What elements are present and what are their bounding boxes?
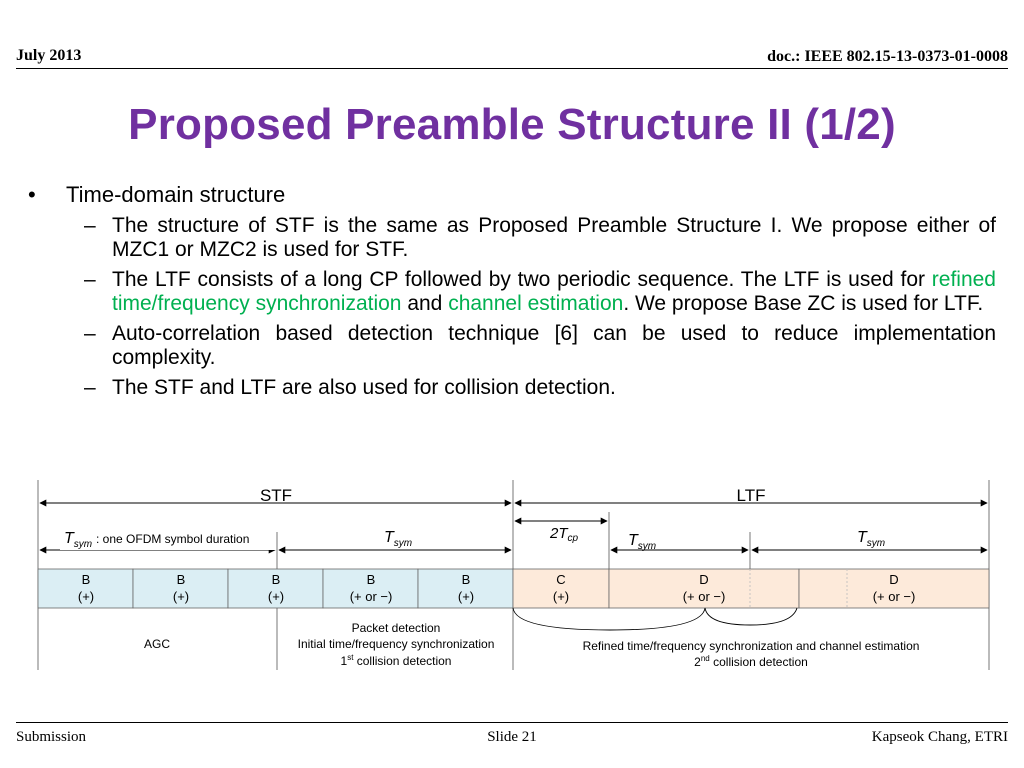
bullet-time-domain: • Time-domain structure xyxy=(28,182,996,208)
initial-sync-label: Initial time/frequency synchronization xyxy=(298,637,495,651)
highlight-channel-estimation: channel estimation xyxy=(448,292,624,315)
block-label-top: D xyxy=(699,572,708,587)
block-b4 xyxy=(322,568,419,609)
tsym-label-2: Tsym xyxy=(384,529,412,549)
ltf-blocks xyxy=(512,568,990,609)
footer-rule xyxy=(16,722,1008,723)
preamble-diagram: STF LTF 2Tcp Tsym : one OFDM symbol dura… xyxy=(37,480,990,670)
bullet-dot: • xyxy=(28,182,36,207)
subbullet-text: The STF and LTF are also used for collis… xyxy=(112,376,616,399)
stf-label: STF xyxy=(260,486,292,505)
block-label-bottom: (+ or −) xyxy=(350,589,393,604)
block-label-top: C xyxy=(556,572,565,587)
block-label-bottom: (+ or −) xyxy=(873,589,916,604)
block-d2 xyxy=(798,568,990,609)
subbullet-text: and xyxy=(401,292,449,315)
dash-marker: – xyxy=(84,268,96,291)
subbullet-text: . We propose Base ZC is used for LTF. xyxy=(623,292,984,315)
ltf-label: LTF xyxy=(737,486,766,505)
header-rule xyxy=(16,68,1008,69)
block-label-top: D xyxy=(889,572,898,587)
subbullet-text: The LTF consists of a long CP followed b… xyxy=(112,268,932,291)
block-d1 xyxy=(608,568,800,609)
block-label-top: B xyxy=(272,572,281,587)
bullet-text: Time-domain structure xyxy=(66,182,286,207)
dash-marker: – xyxy=(84,214,96,237)
packet-detection-label: Packet detection xyxy=(352,621,441,635)
tsym-description: : one OFDM symbol duration xyxy=(96,532,249,546)
header-doc-id: doc.: IEEE 802.15-13-0373-01-0008 xyxy=(767,48,1008,65)
subbullet-stf: – The structure of STF is the same as Pr… xyxy=(28,214,996,262)
block-label-bottom: (+ or −) xyxy=(683,589,726,604)
highlight-refined-sync: refined time/frequency synchronization xyxy=(112,268,996,315)
dash-marker: – xyxy=(84,376,96,399)
block-label-bottom: (+) xyxy=(553,589,569,604)
block-labels: B (+) B (+) B (+) B (+ or −) B (+) C (+)… xyxy=(78,572,915,604)
dash-marker: – xyxy=(84,322,96,345)
agc-label: AGC xyxy=(144,637,170,651)
block-b2 xyxy=(132,568,229,609)
block-label-top: B xyxy=(367,572,376,587)
correlation-curve-1 xyxy=(512,607,706,631)
refined-sync-label: Refined time/frequency synchronization a… xyxy=(583,639,920,653)
subbullet-ltf: – The LTF consists of a long CP followed… xyxy=(28,268,996,316)
collision-2-label: 2nd collision detection xyxy=(694,654,808,669)
tsym-label-4: Tsym xyxy=(857,529,885,549)
bullet-list: • Time-domain structure – The structure … xyxy=(28,182,996,400)
block-b5 xyxy=(417,568,514,609)
stf-blocks xyxy=(37,568,514,609)
tsym-label-3: Tsym xyxy=(628,532,656,552)
subbullet-collision: – The STF and LTF are also used for coll… xyxy=(28,376,996,400)
slide-title: Proposed Preamble Structure II (1/2) xyxy=(128,100,896,149)
footer-submission: Submission xyxy=(16,729,87,745)
subbullet-autocorrelation: – Auto-correlation based detection techn… xyxy=(28,322,996,370)
footer-author: Kapseok Chang, ETRI xyxy=(871,729,1008,745)
block-label-top: B xyxy=(177,572,186,587)
correlation-curve-2 xyxy=(704,607,798,626)
tsym-label-1: Tsym xyxy=(64,530,92,550)
block-label-top: B xyxy=(82,572,91,587)
header-date: July 2013 xyxy=(16,47,82,64)
block-b3 xyxy=(227,568,324,609)
block-label-top: B xyxy=(462,572,471,587)
block-label-bottom: (+) xyxy=(268,589,284,604)
tsym-label-bg xyxy=(60,528,276,550)
block-label-bottom: (+) xyxy=(173,589,189,604)
subbullet-text: Auto-correlation based detection techniq… xyxy=(112,322,996,369)
block-label-bottom: (+) xyxy=(458,589,474,604)
collision-1-label: 1st collision detection xyxy=(341,653,452,668)
subbullet-text: The structure of STF is the same as Prop… xyxy=(112,214,996,261)
footer-slide-number: Slide 21 xyxy=(487,729,537,745)
two-tcp-label: 2Tcp xyxy=(549,525,579,544)
block-label-bottom: (+) xyxy=(78,589,94,604)
